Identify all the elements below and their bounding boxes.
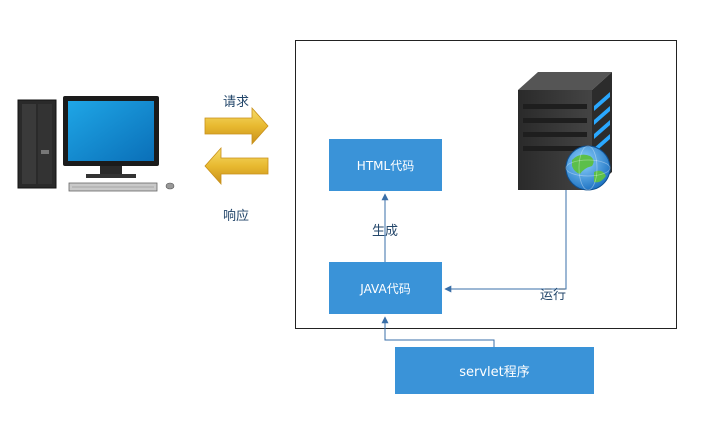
- globe-icon: [565, 145, 611, 191]
- html-code-box: HTML代码: [329, 139, 442, 191]
- java-code-box: JAVA代码: [329, 262, 442, 314]
- java-code-label: JAVA代码: [360, 281, 411, 296]
- request-arrow-icon: [204, 106, 269, 146]
- server-frame: [295, 40, 677, 329]
- desktop-computer-icon: [17, 96, 175, 192]
- run-label: 运行: [540, 288, 567, 303]
- generate-label: 生成: [372, 224, 399, 239]
- html-code-label: HTML代码: [356, 158, 415, 173]
- request-label: 请求: [223, 95, 250, 110]
- servlet-program-box: servlet程序: [395, 347, 594, 394]
- run-connector: [444, 190, 567, 293]
- servlet-connector: [381, 316, 495, 347]
- servlet-program-label: servlet程序: [459, 365, 530, 380]
- response-label: 响应: [223, 209, 250, 224]
- response-arrow-icon: [204, 146, 269, 186]
